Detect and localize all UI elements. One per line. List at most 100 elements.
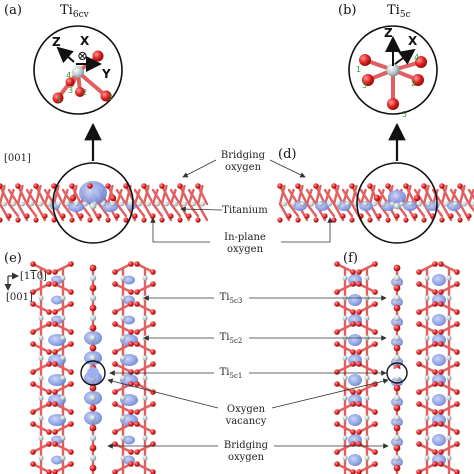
oxygen-atom — [52, 321, 58, 327]
oxygen-atom — [350, 269, 356, 275]
oxygen-atom — [367, 183, 373, 189]
bond — [133, 188, 141, 206]
oxygen-atom — [134, 289, 140, 295]
titanium-atom — [60, 355, 66, 361]
titanium-atom — [446, 395, 452, 401]
oxygen-atom — [393, 404, 401, 412]
titanium-atom — [38, 455, 44, 461]
charge-density-lobe — [123, 435, 135, 445]
oxygen-atom — [372, 261, 378, 267]
charge-density-lobe — [432, 314, 446, 326]
oxygen-atom — [134, 461, 140, 467]
oxygen-atom — [393, 444, 401, 452]
oxygen-atom — [393, 344, 401, 352]
vacancy-circle-f — [386, 362, 408, 384]
oxygen-atom — [46, 321, 52, 327]
titanium-atom — [342, 375, 348, 381]
oxygen-atom — [454, 309, 460, 315]
oxygen-atom — [128, 341, 134, 347]
charge-density-lobe — [391, 457, 403, 467]
oxygen-atom — [438, 381, 444, 387]
titanium-atom — [89, 314, 97, 322]
oxygen-atom — [372, 341, 378, 347]
oxygen-atom — [356, 401, 362, 407]
oxygen-atom — [46, 389, 52, 395]
titanium-atom — [60, 315, 66, 321]
titanium-atom — [424, 335, 430, 341]
titanium-atom — [11, 201, 16, 207]
oxygen-atom — [350, 429, 356, 435]
charge-density-lobe — [432, 274, 446, 286]
oxygen-atom — [30, 289, 36, 295]
oxygen-atom — [0, 183, 3, 189]
titanium-atom — [38, 315, 44, 321]
titanium-atom — [120, 395, 126, 401]
oxygen-atom — [150, 441, 156, 447]
oxygen-atom — [177, 183, 183, 189]
bond — [305, 202, 318, 218]
oxygen-atom — [105, 183, 111, 189]
oxygen-atom — [112, 281, 118, 287]
oxygen-atom — [349, 183, 355, 189]
oxygen-atom — [65, 77, 75, 87]
oxygen-atom — [334, 421, 340, 427]
oxygen-atom — [438, 461, 444, 467]
oxygen-atom — [387, 98, 399, 110]
bond — [287, 202, 300, 218]
oxygen-atom — [393, 284, 401, 292]
bond — [7, 188, 15, 206]
direction-axes-e — [4, 272, 19, 291]
titanium-atom — [342, 415, 348, 421]
charge-density-lobe — [51, 295, 63, 305]
titanium-atom — [142, 355, 148, 361]
titanium-atom — [364, 375, 370, 381]
titanium-atom — [38, 275, 44, 281]
titanium-atom — [364, 435, 370, 441]
oxygen-atom — [438, 289, 444, 295]
titanium-atom — [89, 274, 97, 282]
panel-f-letter: (f) — [343, 251, 358, 266]
charge-density-lobe — [391, 297, 403, 307]
bond — [115, 202, 128, 218]
titanium-atom — [119, 201, 124, 207]
titanium-atom — [110, 201, 115, 207]
bond — [440, 184, 453, 206]
titanium-atom — [393, 274, 401, 282]
oxygen-atom — [277, 217, 283, 223]
oxygen-atom — [454, 281, 460, 287]
oxygen-atom — [46, 269, 52, 275]
label-inplane-oxygen-1: In-plane — [224, 232, 266, 243]
inset-a-index-2: 2 — [82, 88, 87, 97]
oxygen-atom — [356, 469, 362, 474]
bond — [467, 188, 474, 206]
oxygen-atom — [89, 384, 97, 392]
direction-001-top: [001] — [4, 153, 31, 164]
oxygen-atom — [334, 261, 340, 267]
oxygen-atom — [350, 349, 356, 355]
oxygen-atom — [46, 349, 52, 355]
oxygen-atom — [6, 213, 12, 219]
titanium-atom — [60, 275, 66, 281]
oxygen-atom — [403, 217, 409, 223]
oxygen-atom — [150, 213, 156, 219]
bond — [142, 184, 155, 206]
oxygen-atom — [416, 389, 422, 395]
oxygen-atom — [128, 261, 134, 267]
bond — [151, 188, 164, 206]
oxygen-atom — [46, 401, 52, 407]
oxygen-atom — [52, 269, 58, 275]
charge-density-lobe — [391, 417, 403, 427]
titanium-atom — [89, 414, 97, 422]
oxygen-atom — [385, 183, 391, 189]
bond — [34, 184, 42, 206]
oxygen-atom — [454, 429, 460, 435]
titanium-atom — [142, 415, 148, 421]
titanium-atom — [342, 395, 348, 401]
titanium-atom — [453, 201, 458, 207]
oxygen-atom — [100, 90, 112, 102]
bond — [133, 188, 146, 206]
label-ti5c1: Ti5c1 — [220, 367, 243, 380]
oxygen-atom — [195, 217, 201, 223]
charge-density-lobe — [388, 190, 406, 204]
oxygen-atom — [334, 329, 340, 335]
